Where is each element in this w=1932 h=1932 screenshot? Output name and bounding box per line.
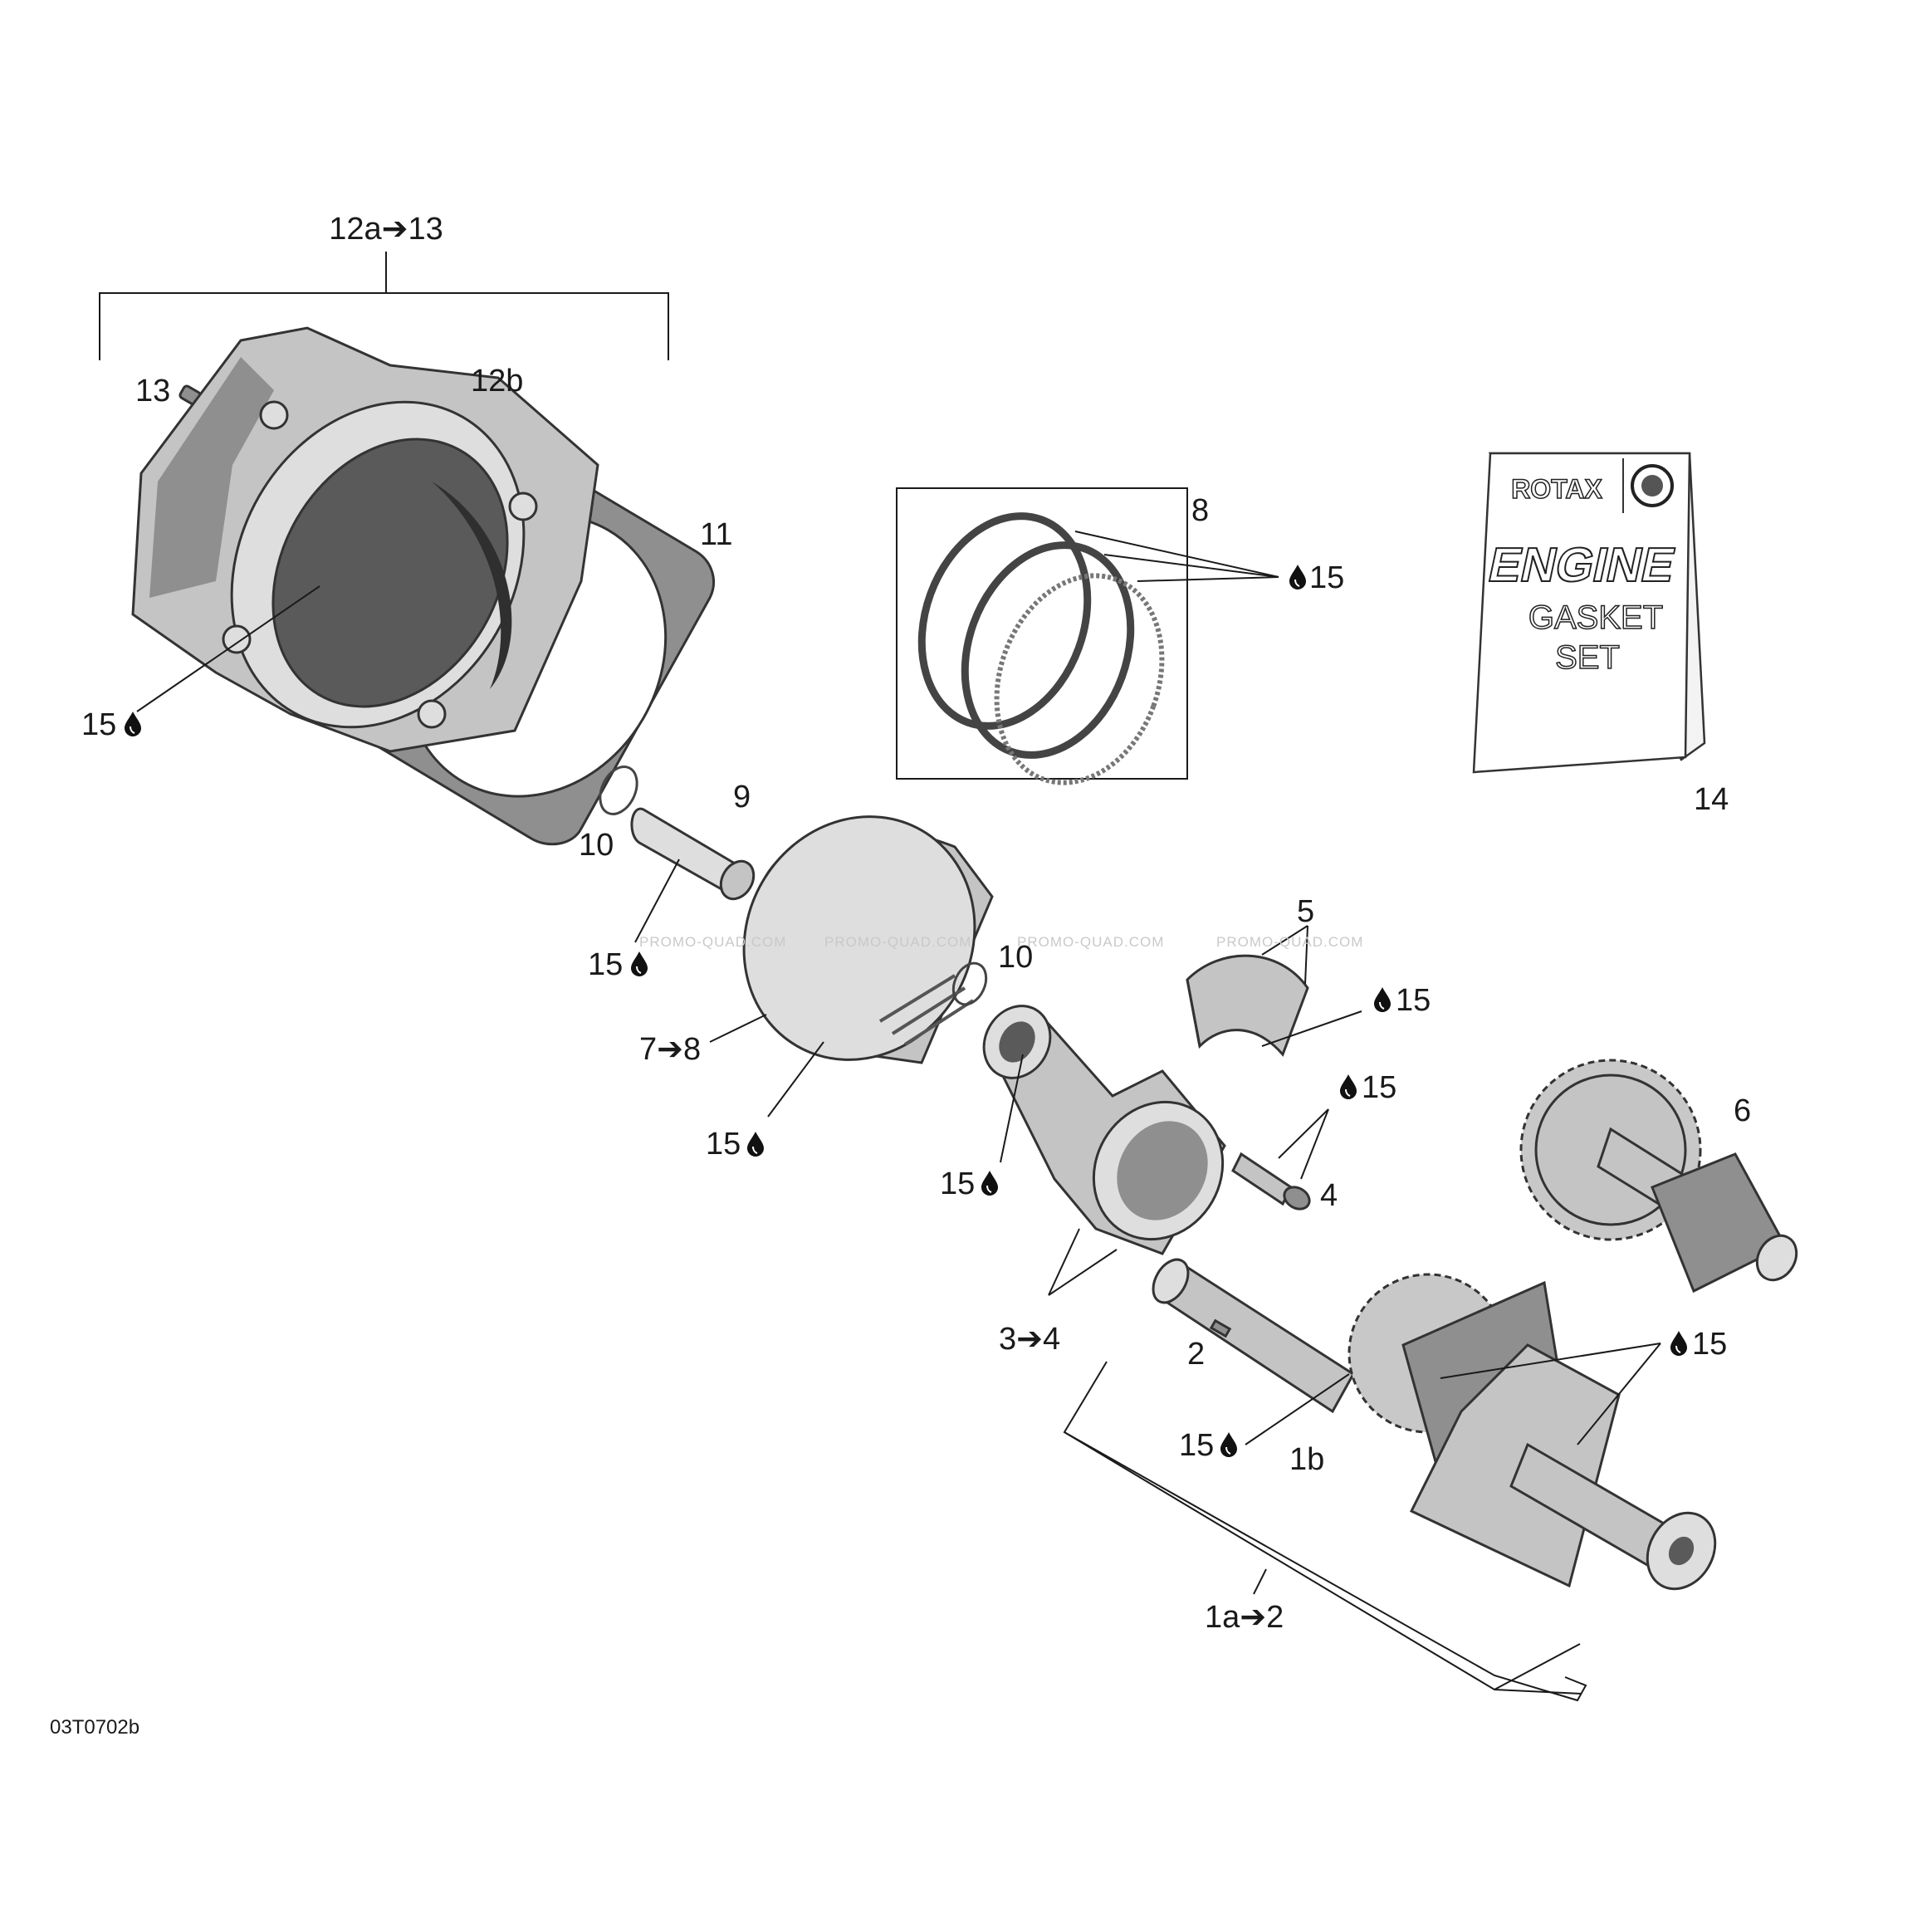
label-crank-oil-left: 15 — [1179, 1428, 1214, 1463]
oil-drop-icon — [124, 711, 142, 737]
label-bolt-oil: 15 — [1362, 1070, 1396, 1105]
label-conrod-oil: 15 — [940, 1167, 975, 1201]
gasket-set-brand: ROTAX — [1511, 474, 1602, 504]
cylinder — [131, 326, 599, 753]
gasket-set-line2: GASKET — [1528, 599, 1663, 636]
label-ring-oil: 15 — [1309, 560, 1344, 595]
gasket-set-booklet — [1472, 452, 1706, 774]
watermark: PROMO-QUAD.COM — [1017, 934, 1164, 950]
bearing-leader-lines — [1261, 925, 1362, 1047]
conrod-leader-lines — [1048, 1228, 1118, 1296]
oil-drop-icon — [1670, 1330, 1688, 1357]
label-base-gasket: 11 — [700, 517, 732, 552]
gasket-set-line1: ENGINE — [1484, 539, 1680, 592]
diagram-code: 03T0702b — [50, 1716, 139, 1739]
woodruff-key — [1209, 1318, 1232, 1338]
watermark: PROMO-QUAD.COM — [824, 934, 971, 950]
ring-leader-lines — [1074, 531, 1279, 582]
label-pin: 9 — [733, 780, 751, 814]
watermark: PROMO-QUAD.COM — [639, 934, 786, 950]
label-key: 2 — [1187, 1337, 1205, 1372]
piston-ring-set-box — [896, 487, 1188, 785]
crankshaft-bracket — [1063, 1361, 1587, 1702]
conrod-bearing — [1186, 954, 1309, 1057]
label-crank-oil-right: 15 — [1692, 1327, 1727, 1362]
crankshaft — [1152, 1258, 1717, 1591]
label-balance-shaft: 6 — [1734, 1093, 1751, 1128]
gasket-set-line3: SET — [1555, 639, 1620, 676]
label-gasket-set: 14 — [1694, 782, 1729, 817]
connecting-rod — [982, 1005, 1226, 1255]
label-crank-b: 1b — [1289, 1442, 1324, 1477]
oil-drop-icon — [746, 1131, 765, 1157]
label-cylinder-kit: 12a➔13 — [329, 212, 443, 247]
watermark: PROMO-QUAD.COM — [1216, 934, 1363, 950]
label-piston: 7➔8 — [639, 1032, 701, 1067]
oil-drop-icon — [630, 951, 648, 977]
oil-drop-icon — [981, 1170, 999, 1196]
piston — [742, 815, 994, 1064]
conrod-bolt — [1231, 1152, 1311, 1211]
label-cylinder-oil: 15 — [81, 707, 116, 742]
label-bearing: 5 — [1297, 894, 1314, 929]
label-bolt: 4 — [1320, 1178, 1338, 1213]
crank-leader-lines — [1245, 1343, 1661, 1445]
label-conrod: 3➔4 — [999, 1322, 1060, 1357]
label-circlip-right: 10 — [998, 940, 1033, 975]
oil-drop-icon — [1220, 1431, 1238, 1458]
label-pin-oil: 15 — [588, 947, 623, 982]
label-cylinder: 12b — [471, 364, 523, 399]
oil-drop-icon — [1373, 986, 1392, 1013]
label-ring-set: 8 — [1191, 493, 1209, 528]
oil-drop-icon — [1339, 1074, 1357, 1100]
label-bearing-oil: 15 — [1396, 983, 1431, 1018]
label-circlip-left: 10 — [579, 828, 614, 863]
bolt-leader-lines — [1278, 1108, 1329, 1180]
oil-drop-icon — [1289, 564, 1307, 590]
balance-shaft — [1519, 1059, 1798, 1294]
circlip-left — [599, 765, 638, 815]
label-piston-oil: 15 — [706, 1127, 741, 1162]
label-dowel: 13 — [135, 374, 170, 408]
cylinder-kit-bracket — [99, 252, 669, 360]
circlip-right — [951, 961, 988, 1006]
label-crankshaft: 1a➔2 — [1205, 1600, 1284, 1635]
piston-pin — [630, 807, 756, 901]
